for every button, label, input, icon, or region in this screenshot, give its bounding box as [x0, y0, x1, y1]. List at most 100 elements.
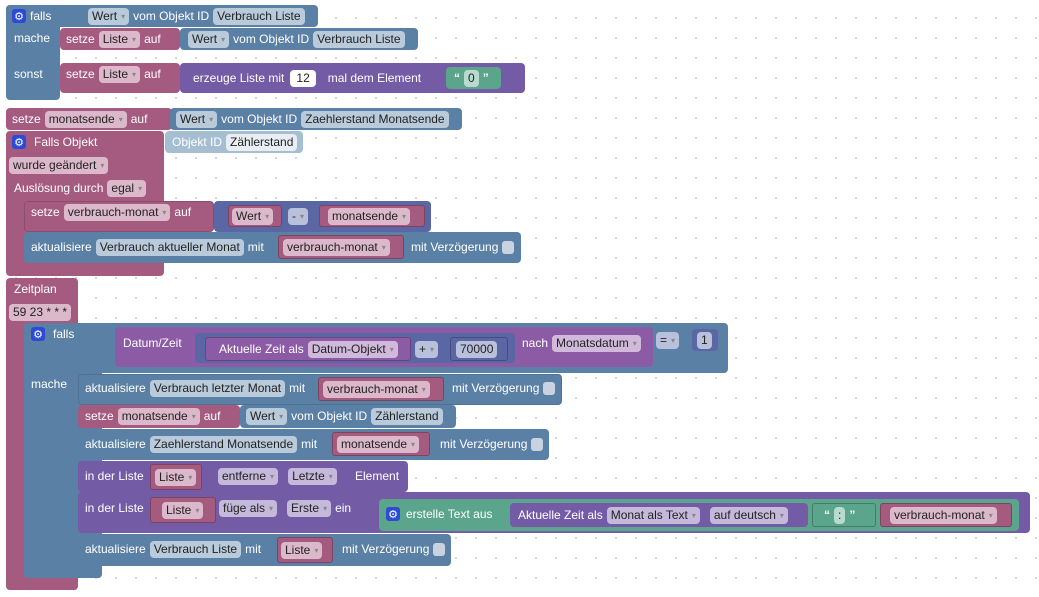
aktuelle-zeit-als-label: Aktuelle Zeit als	[219, 342, 304, 356]
mit-verzoegerung-label: mit Verzögerung	[411, 240, 499, 254]
erstelle-text-label: erstelle Text aus	[406, 507, 493, 521]
list-action-dropdown[interactable]: füge als	[219, 499, 278, 517]
language-dropdown[interactable]: auf deutsch	[709, 506, 788, 524]
liste-var-dropdown[interactable]: Liste	[281, 541, 323, 559]
delay-checkbox[interactable]	[433, 542, 446, 556]
mache-label: mache	[31, 377, 68, 391]
object-id-field[interactable]: Zählerstand	[371, 407, 443, 425]
aktualisiere-label: aktualisiere	[85, 437, 146, 451]
date-part-dropdown[interactable]: Monatsdatum	[552, 334, 641, 352]
object-id-field[interactable]: Verbrauch Liste	[213, 7, 305, 25]
quote-open: “	[824, 508, 830, 522]
mit-verzoegerung-label: mit Verzögerung	[342, 542, 430, 556]
quote-close: ”	[482, 71, 489, 85]
in-der-liste-label: in der Liste	[85, 469, 144, 483]
delay-checkbox[interactable]	[531, 437, 544, 451]
operator-dropdown[interactable]: +	[415, 340, 439, 358]
list-position-dropdown[interactable]: Letzte	[288, 467, 337, 485]
object-id-field[interactable]: Zählerstand	[226, 133, 298, 151]
gear-icon[interactable]: ⚙	[31, 327, 45, 341]
gear-icon[interactable]: ⚙	[12, 9, 26, 23]
mit-verzoegerung-label: mit Verzögerung	[452, 381, 540, 395]
quote-close: ”	[849, 508, 856, 522]
setze-label: setze	[31, 205, 60, 219]
quote-open: “	[454, 71, 460, 85]
setze-label: setze	[12, 112, 41, 126]
liste-var-dropdown[interactable]: Liste	[155, 468, 197, 486]
delay-checkbox[interactable]	[543, 381, 556, 395]
vom-objekt-id-label: vom Objekt ID	[133, 9, 210, 23]
cron-field[interactable]: 59 23 * * *	[9, 303, 72, 321]
wert-dropdown[interactable]: Wert	[246, 407, 288, 425]
if-block-bottom	[24, 566, 102, 578]
wert-dropdown[interactable]: Wert	[88, 7, 130, 25]
objekt-id-label: Objekt ID	[172, 135, 223, 149]
setze-label: setze	[85, 409, 114, 423]
compare-operator-dropdown[interactable]: =	[656, 331, 680, 349]
mit-label: mit	[245, 542, 262, 556]
auf-label: auf	[144, 67, 161, 81]
verbrauch-monat-var-dropdown[interactable]: verbrauch-monat	[323, 380, 430, 398]
trigger-dropdown[interactable]: wurde geändert	[9, 156, 109, 174]
gear-icon[interactable]: ⚙	[12, 135, 26, 149]
mit-label: mit	[247, 240, 264, 254]
list-position-dropdown[interactable]: Erste	[287, 499, 332, 517]
auf-label: auf	[130, 112, 148, 126]
schedule-bottom	[6, 578, 78, 590]
vom-objekt-id-label: vom Objekt ID	[291, 409, 368, 423]
auf-label: auf	[174, 205, 192, 219]
target-object-field[interactable]: Zaehlerstand Monatsende	[149, 435, 298, 453]
auf-label: auf	[203, 409, 221, 423]
wert-dropdown[interactable]: Wert	[176, 110, 218, 128]
monatsende-var-dropdown[interactable]: monatsende	[44, 110, 127, 128]
time-format-dropdown[interactable]: Datum-Objekt	[307, 340, 398, 358]
target-object-field[interactable]: Verbrauch aktueller Monat	[95, 238, 244, 256]
falls-label: falls	[53, 327, 75, 341]
update-block[interactable]	[78, 534, 451, 566]
zeitplan-label: Zeitplan	[14, 282, 57, 296]
in-der-liste-label: in der Liste	[85, 501, 144, 515]
setze-label: setze	[66, 67, 95, 81]
monatsende-var-dropdown[interactable]: monatsende	[337, 435, 420, 453]
sonst-label: sonst	[14, 67, 43, 81]
operator-dropdown[interactable]: -	[288, 207, 309, 225]
target-object-field[interactable]: Verbrauch Liste	[149, 540, 242, 558]
time-format-dropdown[interactable]: Monat als Text	[606, 506, 700, 524]
object-id-field[interactable]: Zaehlerstand Monatsende	[301, 110, 449, 128]
mit-label: mit	[301, 437, 318, 451]
verbrauch-monat-var-dropdown[interactable]: verbrauch-monat	[283, 238, 390, 256]
gear-icon[interactable]: ⚙	[386, 507, 400, 521]
falls-label: falls	[30, 9, 52, 23]
compare-value-field[interactable]: 1	[697, 331, 712, 349]
separator-text-field[interactable]: :	[834, 506, 846, 524]
target-object-field[interactable]: Verbrauch letzter Monat	[149, 379, 286, 397]
auf-label: auf	[144, 32, 161, 46]
ausloesung-label: Auslösung durch	[14, 181, 104, 195]
element-label: Element	[355, 469, 400, 483]
monatsende-var-dropdown[interactable]: monatsende	[328, 207, 411, 225]
text-field[interactable]: 0	[464, 69, 479, 87]
mit-verzoegerung-label: mit Verzögerung	[440, 437, 528, 451]
monatsende-var-dropdown[interactable]: monatsende	[117, 407, 200, 425]
liste-var-dropdown[interactable]: Liste	[162, 501, 204, 519]
vom-objekt-id-label: vom Objekt ID	[221, 112, 298, 126]
aktualisiere-label: aktualisiere	[85, 542, 146, 556]
verbrauch-monat-var-dropdown[interactable]: verbrauch-monat	[63, 203, 171, 221]
erzeuge-label: erzeuge Liste mit	[193, 71, 285, 85]
liste-var-dropdown[interactable]: Liste	[98, 30, 141, 48]
vom-objekt-id-label: vom Objekt ID	[233, 32, 310, 46]
delay-checkbox[interactable]	[502, 240, 515, 254]
offset-field[interactable]: 70000	[456, 340, 498, 358]
wert-var-dropdown[interactable]: Wert	[232, 207, 274, 225]
verbrauch-monat-var-dropdown[interactable]: verbrauch-monat	[890, 506, 997, 524]
object-id-field[interactable]: Verbrauch Liste	[313, 30, 405, 48]
ausloesung-dropdown[interactable]: egal	[107, 179, 147, 197]
mit-label: mit	[289, 381, 306, 395]
count-field[interactable]: 12	[290, 69, 316, 87]
liste-var-dropdown[interactable]: Liste	[98, 65, 141, 83]
datum-zeit-label: Datum/Zeit	[123, 336, 182, 350]
wert-dropdown[interactable]: Wert	[188, 30, 230, 48]
list-action-dropdown[interactable]: entferne	[218, 467, 279, 485]
aktualisiere-label: aktualisiere	[31, 240, 92, 254]
falls-objekt-label: Falls Objekt	[34, 135, 98, 149]
